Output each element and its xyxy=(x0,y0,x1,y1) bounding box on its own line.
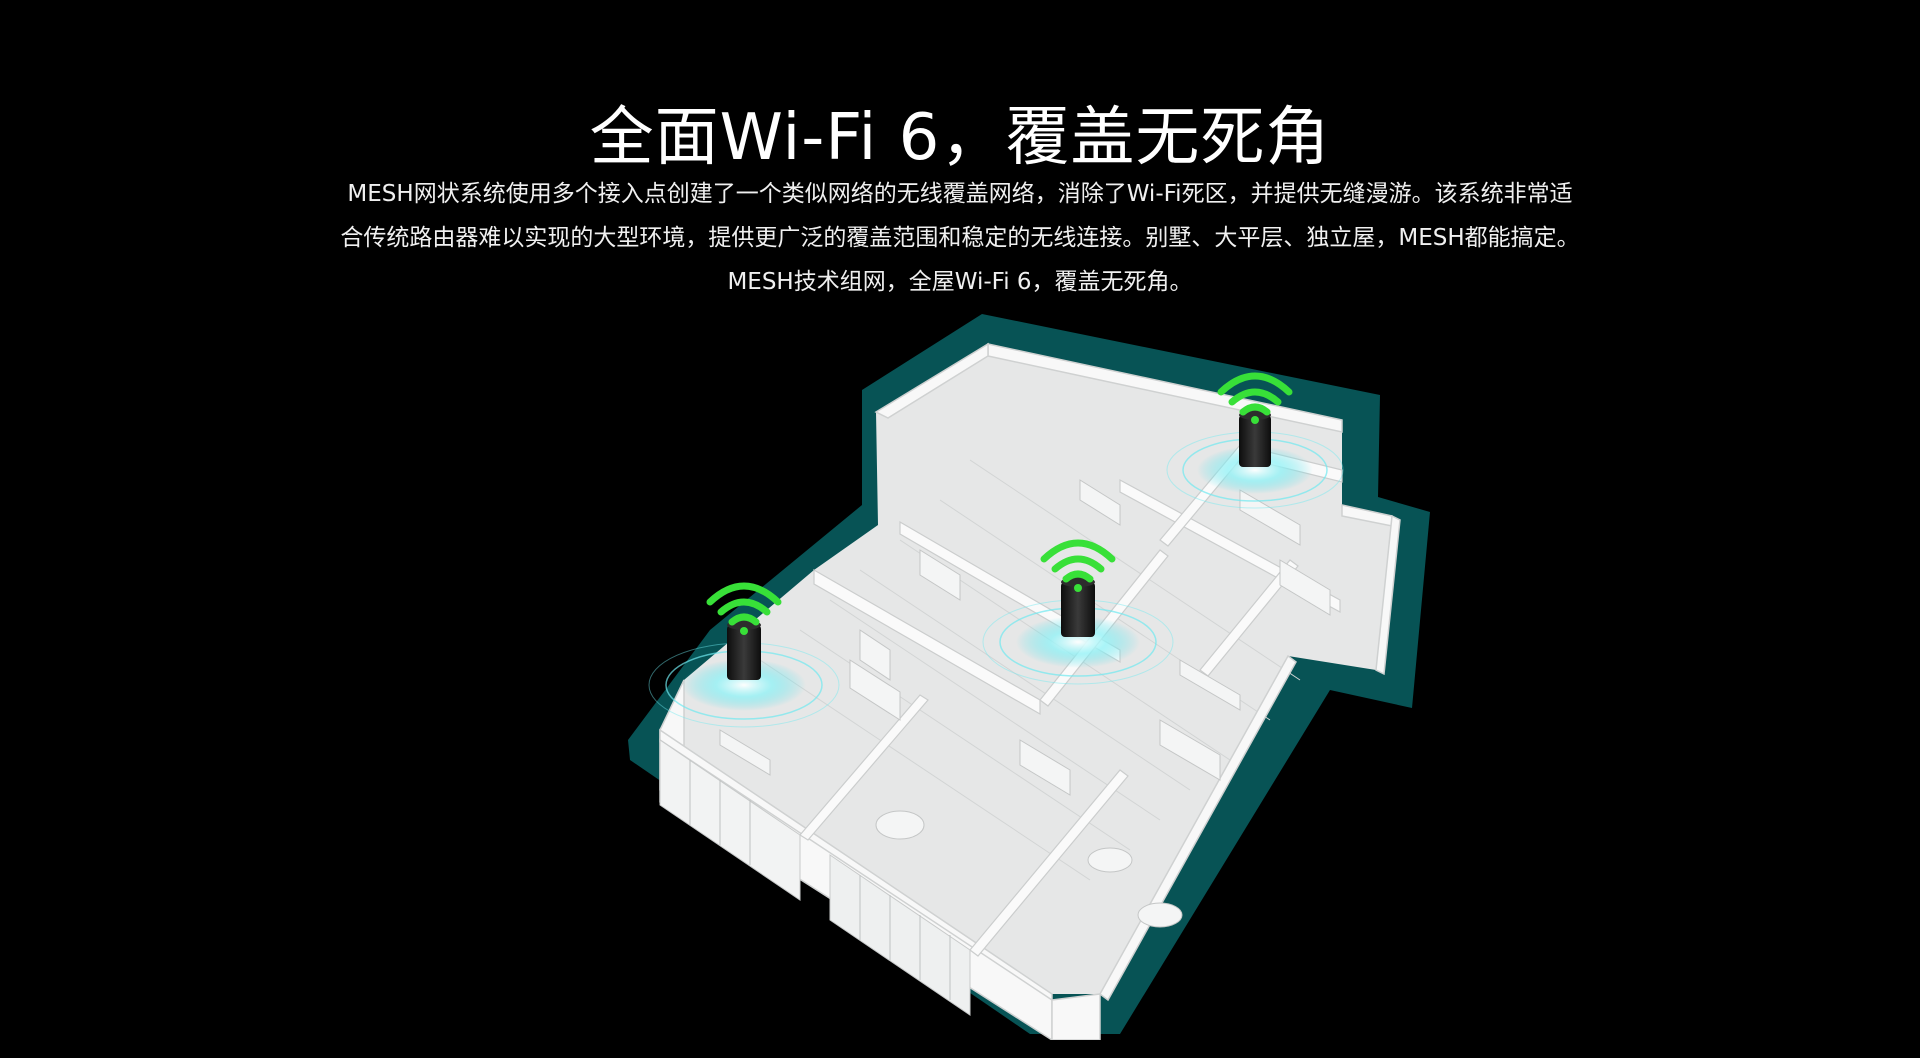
coverage-ring-icon xyxy=(682,659,806,711)
coverage-ring-icon xyxy=(1016,616,1140,668)
floorplan-illustration xyxy=(600,300,1460,1040)
front-wall-windows xyxy=(659,739,971,1016)
mesh-node-top-right xyxy=(1166,372,1344,509)
wifi-signal-icon xyxy=(1217,372,1293,416)
page-title: 全面Wi-Fi 6，覆盖无死角 xyxy=(589,100,1331,175)
mesh-node-left xyxy=(648,582,840,728)
wifi-signal-icon xyxy=(706,582,782,626)
page-description: MESH网状系统使用多个接入点创建了一个类似网络的无线覆盖网络，消除了Wi-Fi… xyxy=(340,181,1580,295)
coverage-ring-icon xyxy=(1197,446,1313,494)
furniture xyxy=(719,479,1331,928)
mesh-node-center xyxy=(982,539,1174,685)
floorplan-svg xyxy=(628,314,1430,1040)
wifi-signal-icon xyxy=(1040,539,1116,583)
floor-surface xyxy=(660,344,1392,994)
